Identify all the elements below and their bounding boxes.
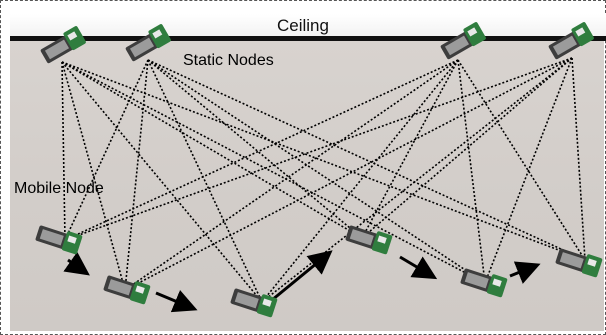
- radio-link: [61, 61, 486, 284]
- radio-link: [124, 57, 573, 291]
- battery-pack: [107, 279, 132, 296]
- chip: [262, 298, 272, 307]
- radio-link: [64, 59, 149, 241]
- radio-link: [61, 61, 126, 291]
- static-nodes: [40, 22, 594, 64]
- movement-arrow: [63, 251, 90, 276]
- battery-pack: [559, 252, 584, 269]
- static-node-icon: [40, 26, 86, 64]
- radio-module: [129, 281, 151, 305]
- static-node-icon: [440, 22, 486, 60]
- radio-link: [61, 61, 586, 261]
- ceiling-label: Ceiling: [277, 16, 329, 35]
- radio-module: [63, 26, 86, 50]
- radio-link: [361, 59, 459, 239]
- battery-pack: [234, 292, 259, 309]
- radio-link: [124, 59, 459, 291]
- radio-link: [484, 57, 573, 284]
- mobile-node-icon: [555, 248, 603, 278]
- mobile-node-icon: [345, 225, 393, 255]
- chip: [377, 235, 387, 244]
- radio-link: [124, 59, 149, 291]
- radio-link: [361, 57, 573, 239]
- radio-module: [486, 274, 508, 298]
- movement-arrow: [399, 255, 438, 280]
- chip: [135, 285, 145, 294]
- battery-pack: [444, 35, 470, 56]
- chip: [67, 31, 78, 41]
- radio-link: [147, 59, 586, 261]
- mobile-node-icon: [460, 268, 508, 298]
- movement-path: [63, 250, 541, 313]
- radio-link: [147, 59, 363, 239]
- mobile-node-icon: [230, 288, 278, 318]
- radio-module: [371, 231, 393, 255]
- radio-link: [147, 59, 486, 284]
- radio-link: [61, 61, 363, 239]
- radio-module: [571, 22, 594, 46]
- mobile-node-label: Mobile Node: [14, 180, 104, 197]
- battery-pack: [129, 37, 155, 58]
- mobile-node-icon: [103, 275, 151, 305]
- radio-links: [61, 57, 586, 303]
- battery-pack: [464, 272, 489, 289]
- radio-link: [571, 57, 586, 261]
- static-node-icon: [125, 24, 171, 62]
- chip: [575, 27, 586, 37]
- chip: [152, 29, 163, 39]
- battery-pack: [39, 229, 64, 246]
- chip: [467, 27, 478, 37]
- battery-pack: [44, 39, 70, 60]
- radio-module: [256, 294, 278, 318]
- movement-arrow: [509, 261, 541, 284]
- movement-arrow: [155, 290, 198, 313]
- radio-link: [64, 57, 573, 241]
- movement-arrow: [271, 250, 333, 302]
- battery-pack: [552, 35, 578, 56]
- radio-link: [64, 59, 459, 241]
- radio-link: [61, 61, 263, 303]
- radio-link: [457, 59, 486, 284]
- radio-link: [147, 59, 263, 303]
- radio-module: [61, 231, 83, 255]
- mobile-node-icon: [35, 225, 83, 255]
- static-nodes-label: Static Nodes: [183, 52, 274, 69]
- chip: [492, 278, 502, 287]
- radio-link: [457, 59, 586, 261]
- radio-module: [581, 254, 603, 278]
- static-node-icon: [548, 22, 594, 60]
- ceiling-bar: [10, 14, 606, 41]
- battery-pack: [349, 229, 374, 246]
- radio-link: [61, 61, 66, 241]
- mobile-node-positions: [35, 225, 603, 318]
- chip: [67, 235, 77, 244]
- chip: [587, 258, 597, 267]
